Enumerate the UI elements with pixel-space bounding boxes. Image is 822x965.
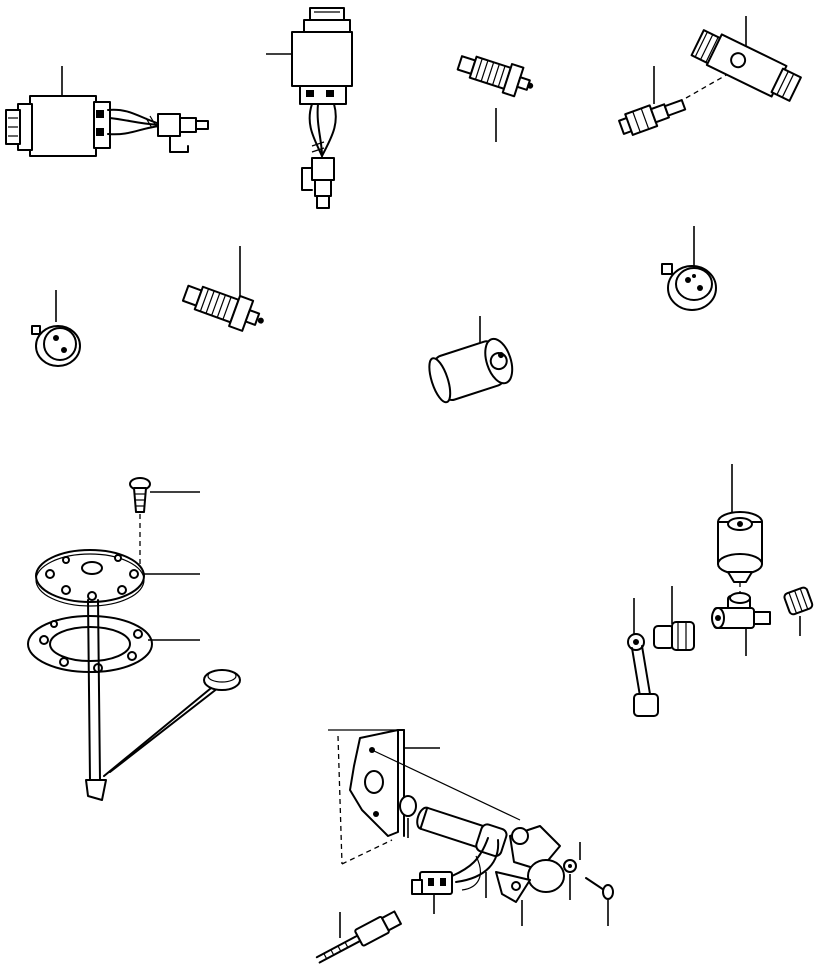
round-sensor-left [31, 290, 81, 367]
cylinder-sensor-center [428, 316, 514, 404]
temperature-sensor-left [181, 246, 264, 332]
round-sensor-right [661, 226, 717, 311]
pressure-gauge-assembly [627, 464, 814, 717]
solenoid-switch-top-left [5, 66, 209, 157]
pressure-switch-with-tee [618, 16, 802, 136]
fuel-sender-assembly [27, 477, 241, 801]
bracket-sensor-assembly [315, 729, 614, 964]
sensor-threaded-top [456, 55, 534, 142]
solenoid-switch-top-center [266, 7, 353, 209]
